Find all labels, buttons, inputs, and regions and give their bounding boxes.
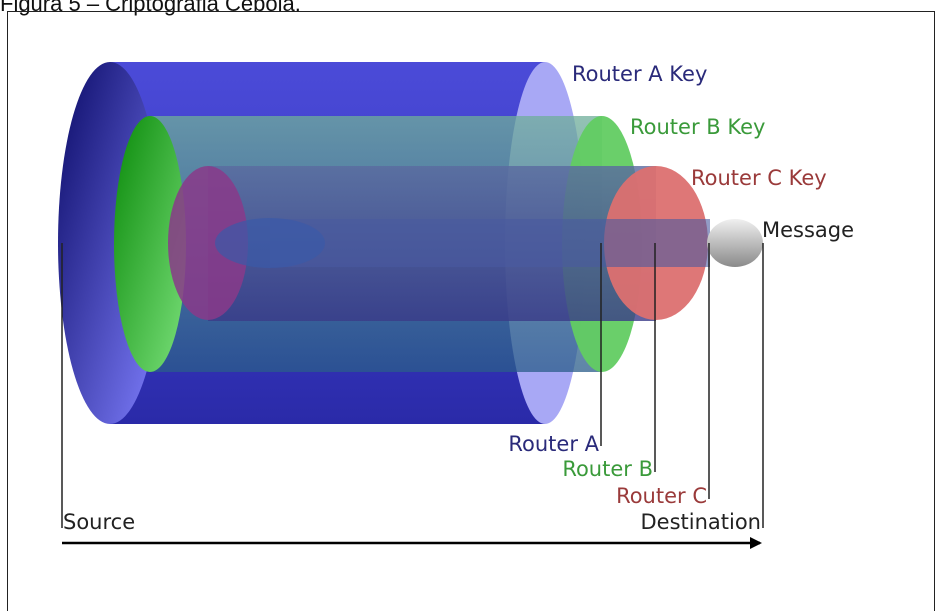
router-a-key-label: Router A Key <box>572 62 707 86</box>
router-c-key-label: Router C Key <box>691 166 827 190</box>
router-c-label: Router C <box>616 484 707 508</box>
message-core <box>215 218 763 268</box>
destination-label: Destination <box>640 510 761 534</box>
router-a-label: Router A <box>508 432 599 456</box>
router-b-label: Router B <box>562 457 653 481</box>
router-b-key-label: Router B Key <box>630 115 765 139</box>
message-label: Message <box>762 218 854 242</box>
source-label: Source <box>63 510 135 534</box>
